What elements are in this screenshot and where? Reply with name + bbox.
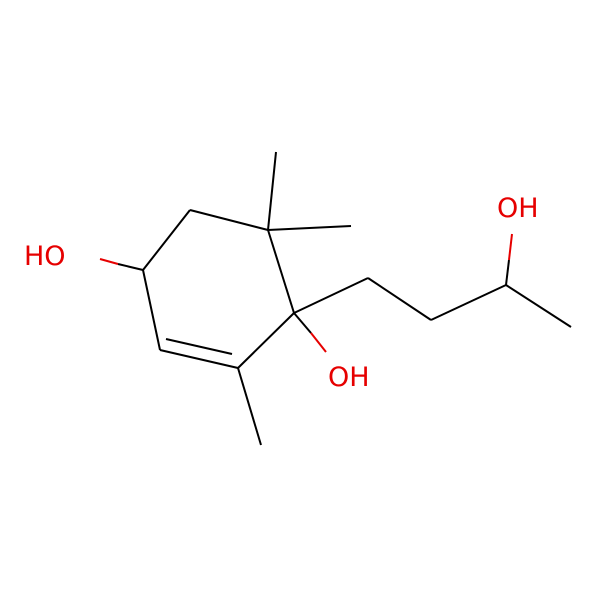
label-oh-quaternary: OH (328, 362, 370, 393)
label-ho-ring: HO (24, 241, 66, 272)
bond-ring-c5-c6 (159, 349, 239, 369)
bond-ring-c6-c1 (142, 269, 161, 351)
bond-chain-4 (505, 284, 572, 328)
bond-chain-1 (293, 277, 369, 314)
bond-methyl-up (267, 151, 277, 231)
bond-c1-o-black (117, 263, 144, 271)
bond-methyl-right (267, 225, 352, 231)
bond-c1-o-red (99, 258, 119, 265)
bond-ring-c5-c6-double (165, 338, 233, 355)
bond-ring-c4-c5 (237, 312, 295, 369)
bond-chain-o-black (505, 259, 510, 286)
bond-ring-c3-c4 (267, 229, 295, 314)
bond-vinyl-methyl (237, 367, 262, 446)
bond-ring-c1-c2 (142, 209, 191, 271)
bond-ring-c2-c3 (189, 209, 269, 231)
bond-chain-3 (430, 284, 507, 321)
bond-chain-o-red (508, 233, 513, 261)
bond-chain-2 (367, 277, 432, 321)
label-oh-sidechain: OH (497, 193, 539, 224)
bond-c4-o-red (310, 332, 327, 353)
bond-c4-o-black (293, 312, 312, 334)
